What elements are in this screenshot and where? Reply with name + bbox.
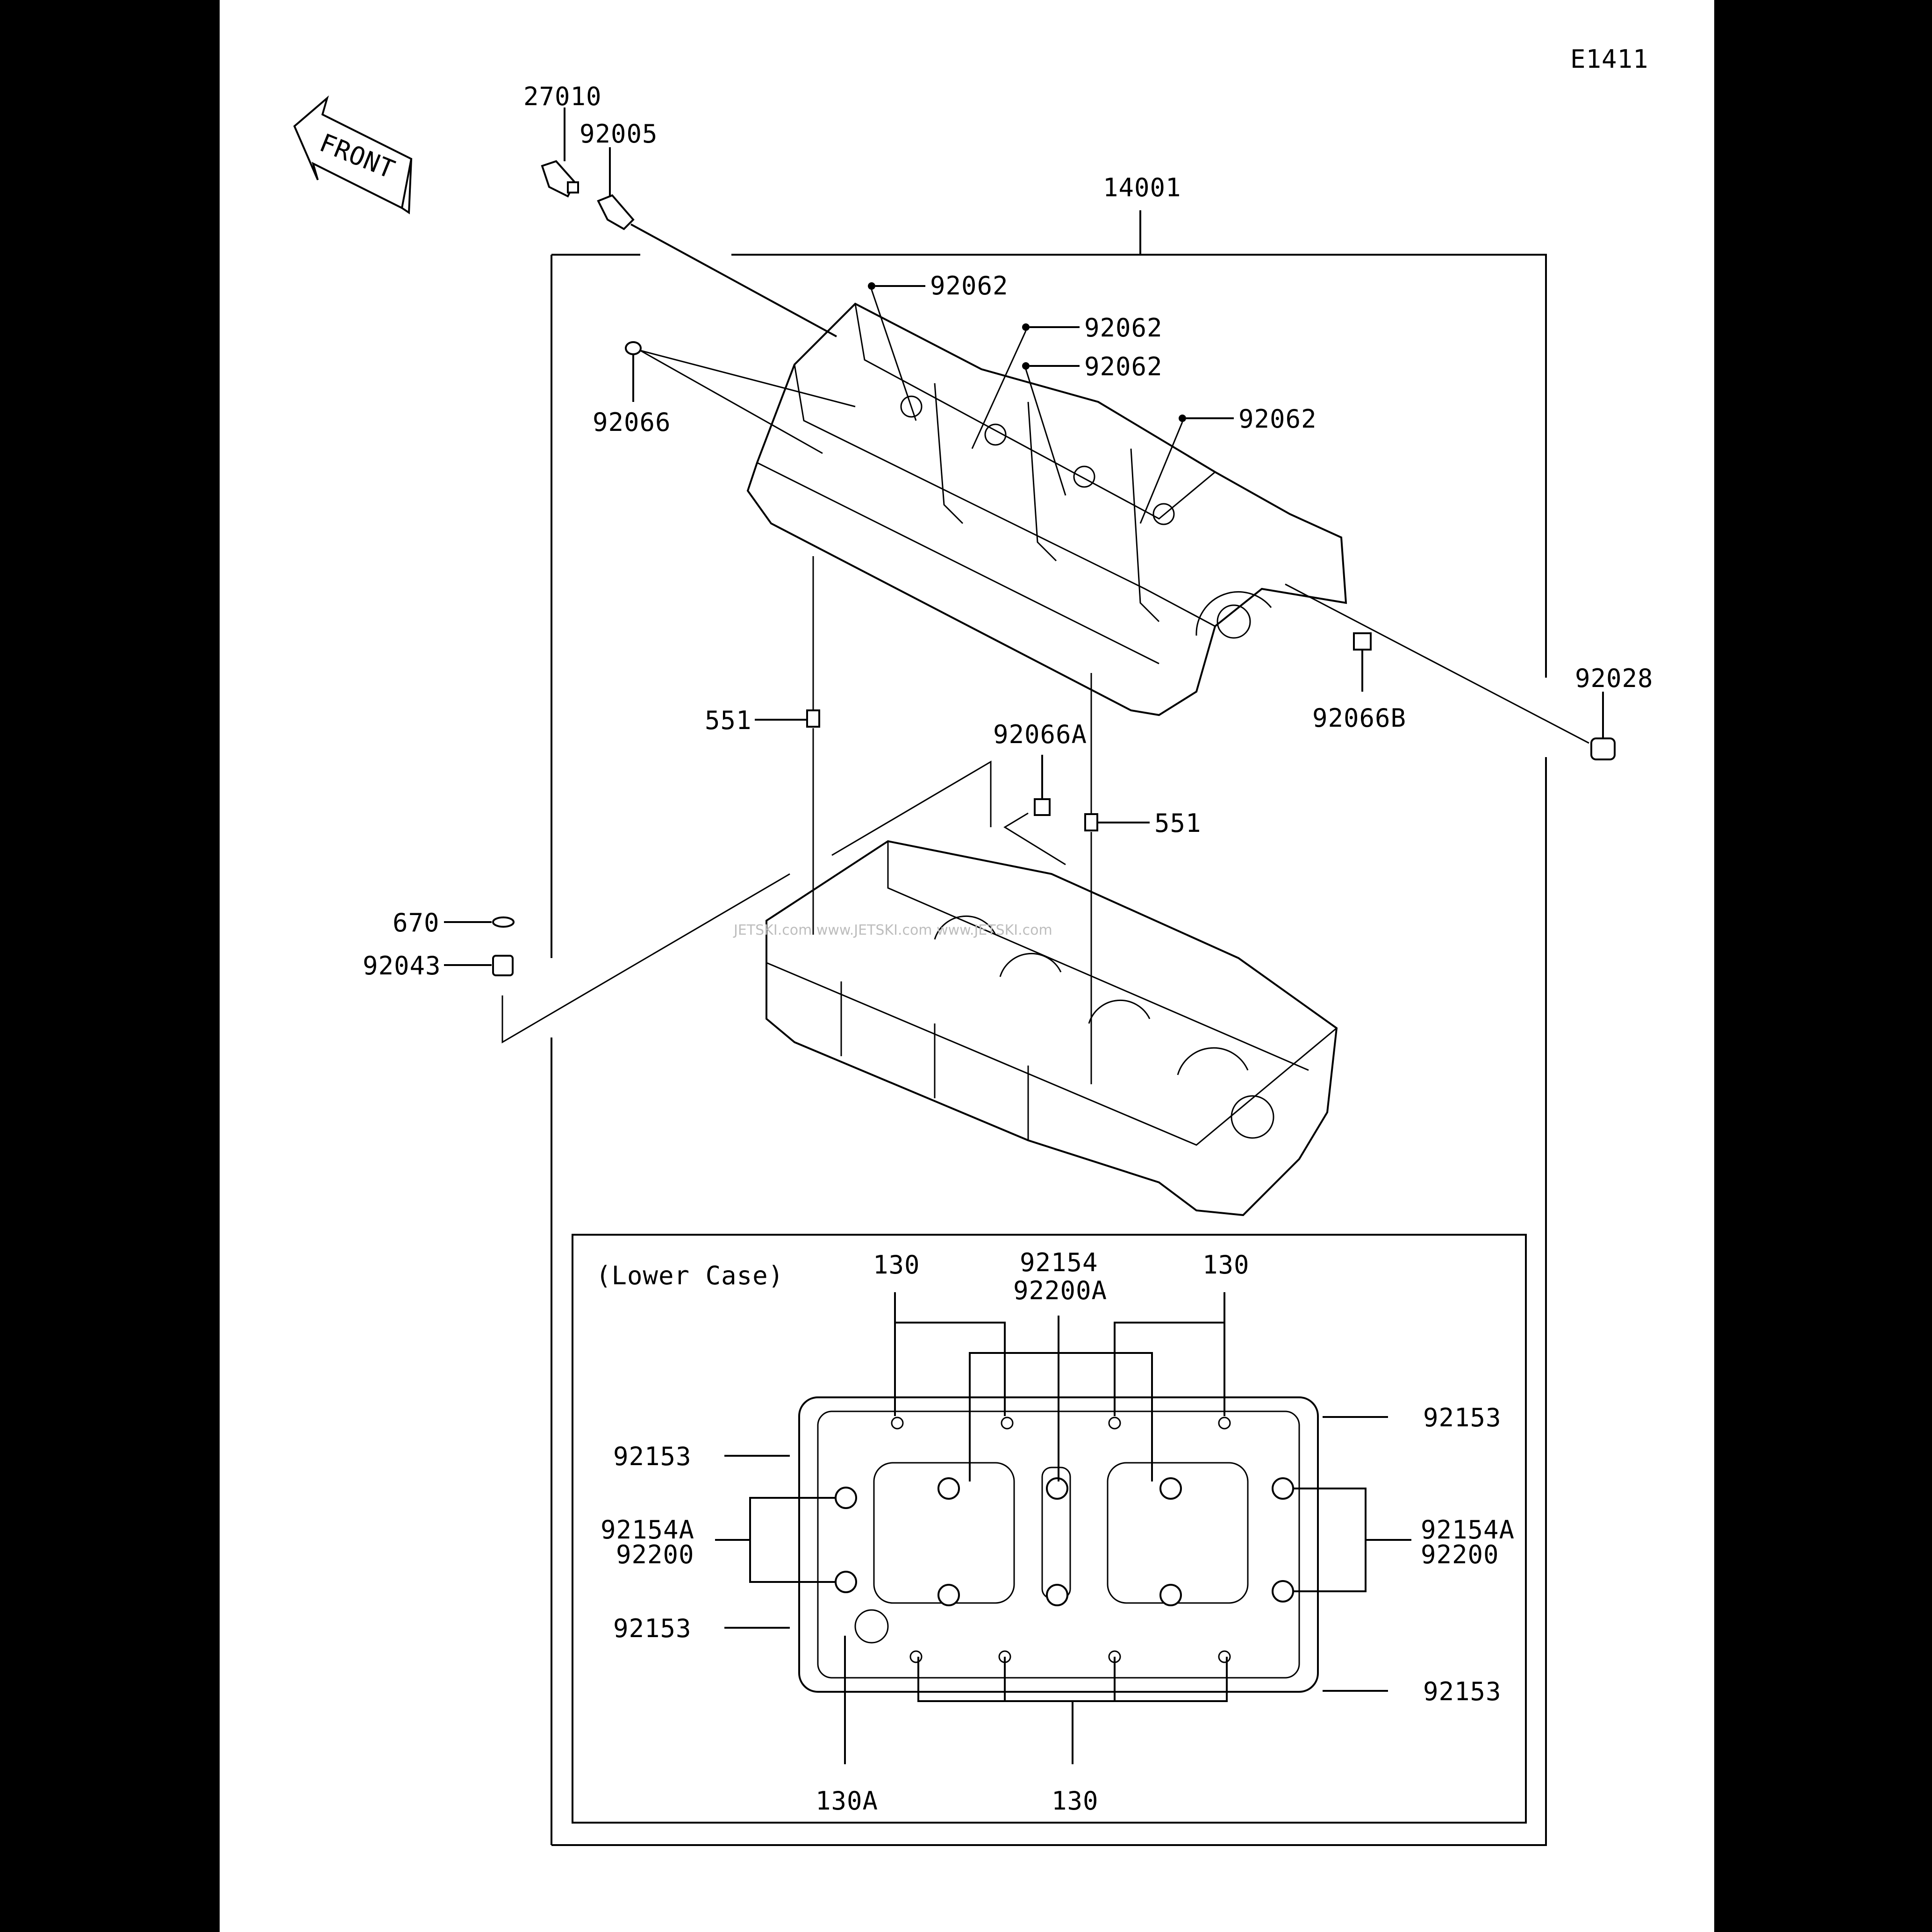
label-130-top-right: 130 [1202, 1250, 1250, 1280]
label-92028: 92028 [1575, 664, 1653, 693]
part-92066A-plug: 92066A [993, 720, 1087, 866]
part-92066B-plug: 92066B [1312, 632, 1406, 733]
label-92153-bottom-left: 92153 [613, 1614, 692, 1643]
label-551-left: 551 [705, 706, 752, 735]
label-14001: 14001 [1103, 173, 1181, 202]
label-92066A: 92066A [993, 720, 1087, 749]
part-92062-d: 92062 [1139, 404, 1317, 524]
label-92154A-left: 92154A [601, 1515, 694, 1545]
part-92062-b: 92062 [971, 313, 1163, 449]
diagram-code: E1411 [1570, 44, 1649, 74]
label-92153-bottom-right: 92153 [1423, 1677, 1502, 1706]
part-92005-fitting: 92005 [580, 119, 837, 337]
frame-top [731, 254, 1547, 678]
lower-crankcase [766, 840, 1338, 1216]
part-92062-c: 92062 [1022, 352, 1163, 496]
part-670-oring: 670 [393, 908, 515, 937]
label-130-top-left: 130 [873, 1250, 920, 1280]
part-27010-sensor: 27010 [523, 82, 602, 198]
lower-case-inset [572, 1234, 1527, 1824]
label-670: 670 [393, 908, 440, 937]
label-92200-left: 92200 [616, 1540, 694, 1569]
label-92153-top-right: 92153 [1423, 1403, 1502, 1432]
label-92043: 92043 [363, 951, 441, 980]
part-92028-bushing: 92028 [1285, 583, 1653, 760]
part-92043-pin: 92043 [363, 760, 992, 1044]
label-130A: 130A [816, 1786, 878, 1816]
label-92062-d: 92062 [1238, 404, 1317, 434]
lower-case-leaders [715, 1292, 1411, 1764]
label-92066B: 92066B [1312, 703, 1406, 733]
label-92066: 92066 [593, 408, 671, 437]
lower-case-label: (Lower Case) [596, 1261, 784, 1290]
label-92200A: 92200A [1013, 1276, 1107, 1305]
upper-crankcase [746, 302, 1347, 716]
label-27010: 27010 [523, 82, 602, 111]
label-130-bottom: 130 [1052, 1786, 1099, 1816]
label-551-right: 551 [1154, 809, 1202, 838]
front-arrow-icon: FRONT [293, 95, 413, 215]
label-92154A-right: 92154A [1421, 1515, 1515, 1545]
part-92062-a: 92062 [868, 271, 1009, 421]
label-92062-a: 92062 [930, 271, 1009, 301]
label-92062-c: 92062 [1084, 352, 1163, 381]
label-92154: 92154 [1020, 1248, 1098, 1277]
label-92005: 92005 [580, 119, 658, 149]
part-92066-dowel: 92066 [593, 341, 856, 454]
label-92200-right: 92200 [1421, 1540, 1499, 1569]
watermark: JETSKI.com www.JETSKI.com www.JETSKI.com [733, 922, 1052, 938]
part-551-dowel-right: 551 [1084, 673, 1202, 1084]
lower-case-plan-view [798, 1396, 1319, 1693]
label-92062-b: 92062 [1084, 313, 1163, 343]
label-92153-top-left: 92153 [613, 1442, 692, 1471]
part-551-dowel-left: 551 [705, 556, 820, 935]
